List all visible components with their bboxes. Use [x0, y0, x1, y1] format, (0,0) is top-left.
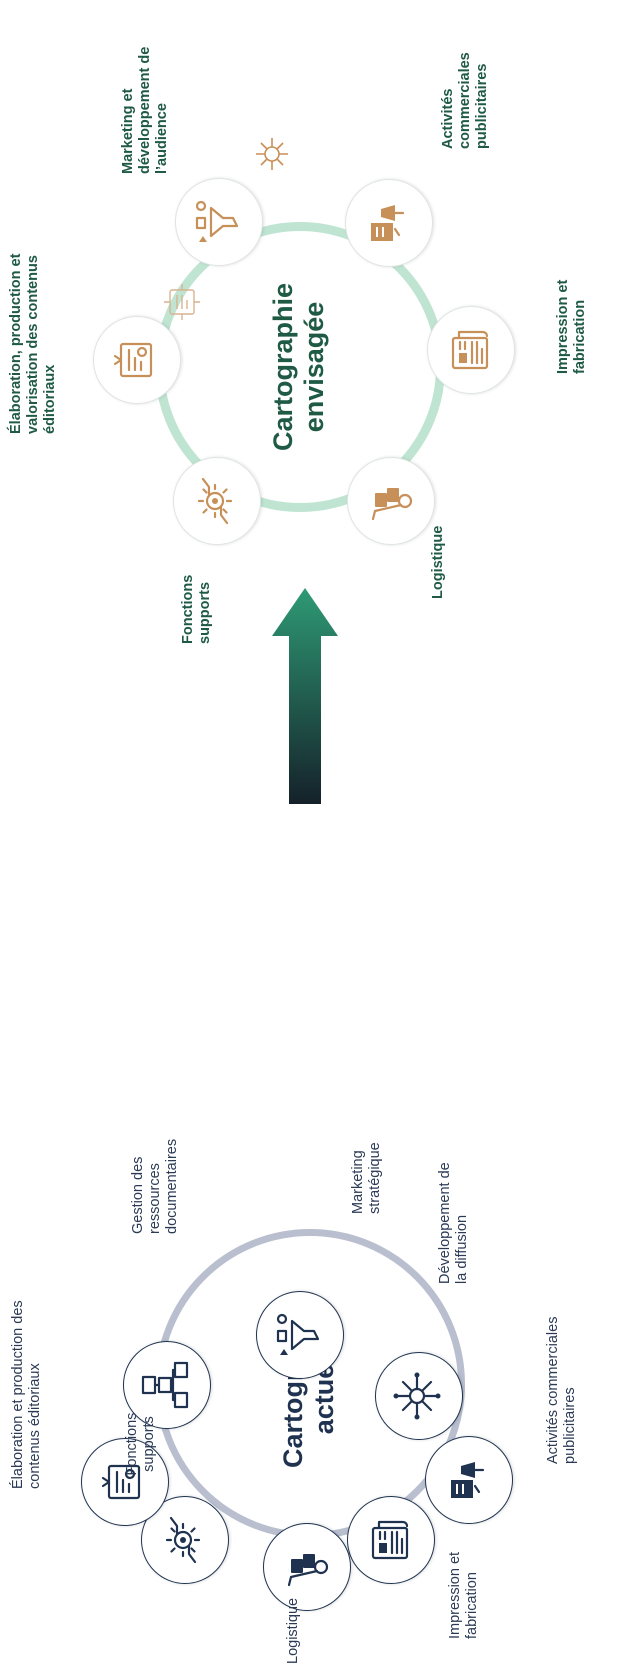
hand-truck-icon — [277, 1539, 338, 1595]
editorial-document-icon — [95, 1454, 156, 1510]
newspaper-icon — [441, 322, 502, 378]
gear-hands-icon — [155, 1512, 216, 1568]
current-node-elaboration[interactable] — [81, 1438, 169, 1526]
current-node-activites-commerciales[interactable] — [425, 1436, 513, 1524]
future-label-elaboration: Élaboration, production et valorisation … — [8, 253, 58, 434]
gear-hands-icon — [187, 473, 248, 529]
newspaper-icon — [361, 1512, 422, 1568]
current-label-developpement-diffusion: Développement de la diffusion — [437, 1162, 470, 1284]
hand-truck-icon — [361, 473, 422, 529]
advertising-icon — [439, 1452, 500, 1508]
marketing-funnel-icon — [270, 1307, 331, 1363]
future-label-logistique: Logistique — [430, 525, 446, 599]
current-node-developpement-diffusion[interactable] — [375, 1352, 463, 1440]
future-label-activites-commerciales: Activités commerciales publicitaires — [440, 52, 490, 149]
future-label-fonctions-supports: Fonctions supports — [180, 574, 213, 644]
future-node-fonctions-supports[interactable] — [173, 457, 261, 545]
arrow-graphic — [272, 588, 338, 804]
current-label-activites-commerciales: Activités commerciales publicitaires — [545, 1316, 578, 1464]
advertising-icon — [359, 195, 420, 251]
current-label-elaboration: Élaboration et production des contenus é… — [10, 1300, 43, 1489]
future-node-marketing-audience[interactable] — [175, 178, 263, 266]
future-node-activites-commerciales[interactable] — [345, 179, 433, 267]
future-node-impression[interactable] — [427, 306, 515, 394]
current-node-gestion-ressources[interactable] — [123, 1341, 211, 1429]
transition-arrow — [270, 586, 340, 804]
current-label-fonctions-supports: Fonctions supports — [124, 1412, 157, 1476]
current-label-gestion-ressources: Gestion des ressources documentaires — [130, 1138, 180, 1234]
marketing-funnel-icon — [189, 194, 250, 250]
current-label-logistique: Logistique — [285, 1597, 301, 1664]
current-label-marketing-strategique: Marketing stratégique — [350, 1142, 383, 1214]
future-title: Cartographie envisagée — [268, 282, 329, 452]
future-satellite-network-icon — [252, 134, 292, 174]
future-node-logistique[interactable] — [347, 457, 435, 545]
future-label-impression: Impression et fabrication — [555, 279, 588, 374]
current-node-fonctions-supports[interactable] — [141, 1496, 229, 1584]
document-network-icon — [137, 1357, 198, 1413]
future-node-elaboration[interactable] — [93, 316, 181, 404]
network-hub-icon — [389, 1368, 450, 1424]
future-satellite-document-icon — [160, 280, 204, 324]
current-node-marketing-strategique[interactable] — [256, 1291, 344, 1379]
current-label-impression: Impression et fabrication — [447, 1551, 480, 1639]
current-node-logistique[interactable] — [263, 1523, 351, 1611]
future-label-marketing-audience: Marketing et développement de l’audience — [120, 46, 170, 174]
current-node-impression[interactable] — [347, 1496, 435, 1584]
editorial-document-icon — [107, 332, 168, 388]
